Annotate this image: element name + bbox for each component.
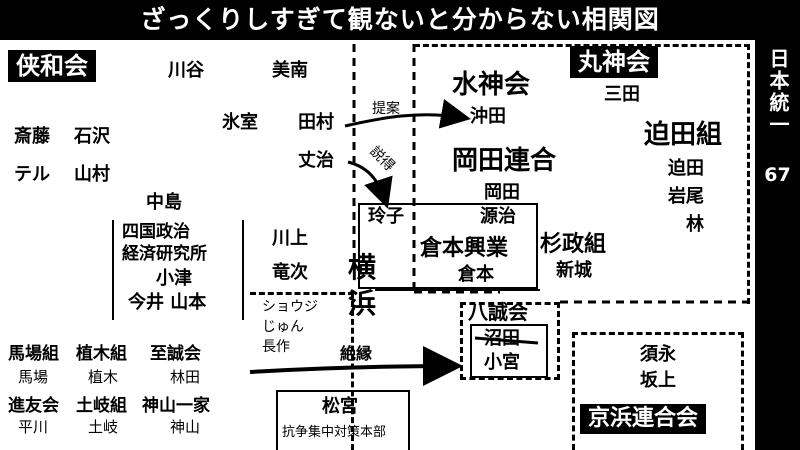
yokohama-char2: 浜 <box>348 287 377 320</box>
org-kosou-honbu: 抗争集中対策本部 <box>282 425 387 440</box>
org-okada-rengo: 岡田連合 <box>452 146 557 176</box>
person-chosaku: 長作 <box>262 339 290 355</box>
person-tamura: 田村 <box>298 112 334 133</box>
org-uekigumi: 植木組 <box>76 344 127 364</box>
person-shinjo: 新城 <box>556 260 592 281</box>
marushin-label: 丸神会 <box>570 46 658 78</box>
hasseikai-region <box>460 302 560 380</box>
relation-zetsuen: 絶縁 <box>340 344 373 363</box>
person-kawakami: 川上 <box>272 228 308 249</box>
org-kuramoto-kogyo: 倉本興業 <box>420 236 509 261</box>
keihin-region <box>572 332 744 450</box>
org-babagumi: 馬場組 <box>8 344 59 364</box>
org-suijinkai: 水神会 <box>452 70 531 100</box>
shikoku-institute-line1: 四国政治 <box>122 222 190 242</box>
org-hasseikai: 八誠会 <box>468 300 528 324</box>
person-hayashida: 林田 <box>170 368 201 386</box>
person-yamamura: 山村 <box>74 164 110 185</box>
person-ishizawa: 石沢 <box>74 126 110 147</box>
numata-strike <box>474 336 539 345</box>
relation-teian: 提案 <box>372 101 400 117</box>
person-kamiyama: 神山 <box>170 418 201 436</box>
yokohama-char1: 横 <box>348 251 377 284</box>
zetsuen-arrow <box>249 346 463 387</box>
person-saito: 斎藤 <box>14 126 50 147</box>
person-matsumiya: 松宮 <box>322 396 358 417</box>
person-iwao: 岩尾 <box>668 186 704 207</box>
person-numata: 沼田 <box>484 328 520 349</box>
person-teru: テル <box>14 164 50 185</box>
org-shiseikai: 至誠会 <box>150 344 201 364</box>
person-himuro: 氷室 <box>222 112 258 133</box>
person-jun: じゅん <box>262 319 304 335</box>
person-okada: 岡田 <box>484 182 520 203</box>
person-hirakawa: 平川 <box>18 418 49 436</box>
person-shoji: ショウジ <box>262 299 318 315</box>
person-komiya: 小宮 <box>484 352 520 373</box>
person-reiko: 玲子 <box>368 206 404 227</box>
teian-arrow <box>344 99 471 129</box>
person-sunaga: 須永 <box>640 344 676 365</box>
person-hayashi: 林 <box>686 214 704 235</box>
matsumiya-box <box>276 390 410 450</box>
org-shinyukai: 進友会 <box>8 396 59 416</box>
person-baba: 馬場 <box>18 368 49 386</box>
shoji-region <box>250 292 354 450</box>
shikoku-institute-line2: 経済研究所 <box>122 244 207 264</box>
person-mita: 三田 <box>604 84 640 105</box>
org-sugimasa-gumi: 杉政組 <box>540 232 607 257</box>
shikoku-institute-box <box>112 220 244 320</box>
person-sakagami: 坂上 <box>640 370 676 391</box>
person-toki: 土岐 <box>88 418 119 436</box>
person-nakajima: 中島 <box>146 192 182 213</box>
person-ryuji: 竜次 <box>272 262 308 283</box>
kyowa-label: 侠和会 <box>8 50 96 82</box>
org-tokigumi: 土岐組 <box>76 396 127 416</box>
reiko-genji-box <box>358 203 538 289</box>
marushin-region <box>414 44 750 304</box>
series-sidebar: 日本統一 67 <box>755 40 800 450</box>
person-ueki: 植木 <box>88 368 119 386</box>
series-name: 日本統一 <box>766 48 790 136</box>
title-bar <box>0 0 800 40</box>
episode-number: 67 <box>764 164 791 186</box>
person-okita: 沖田 <box>470 106 506 127</box>
person-sakota: 迫田 <box>668 158 704 179</box>
person-minami: 美南 <box>272 60 308 81</box>
hasseikai-members-box <box>470 324 548 378</box>
page-title: ざっくりしすぎて観ないと分からない相関図 <box>140 5 660 34</box>
org-kamiyama-ikka: 神山一家 <box>142 396 210 416</box>
person-kuramoto: 倉本 <box>458 264 494 285</box>
settoku-arrow <box>347 160 393 209</box>
person-joji: 丈治 <box>298 150 334 171</box>
org-sakota-gumi: 迫田組 <box>644 120 723 150</box>
keihin-label: 京浜連合会 <box>580 404 707 434</box>
person-kawatani: 川谷 <box>168 60 204 81</box>
person-imai-yamamoto: 今井 山本 <box>128 292 207 313</box>
person-genji: 源治 <box>480 206 516 227</box>
person-ozu: 小津 <box>156 268 192 289</box>
